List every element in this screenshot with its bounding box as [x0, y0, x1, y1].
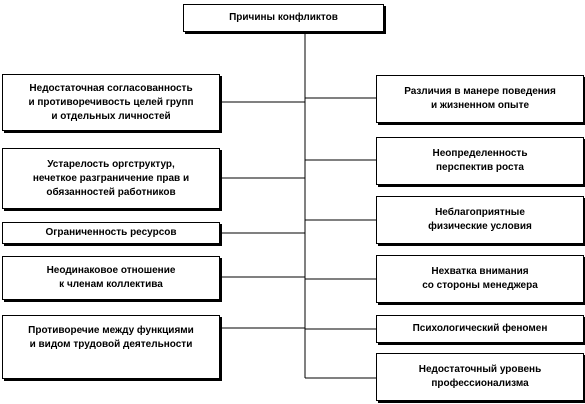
diagram-title-box: Причины конфликтов [183, 4, 384, 32]
right-cause-1-label: Различия в манере поведения и жизненном … [404, 86, 556, 111]
right-cause-6: Недостаточный уровень профессионализма [376, 353, 584, 401]
left-cause-5-label: Противоречие между функциями и видом тру… [28, 325, 194, 350]
right-cause-5-label: Психологический феномен [412, 323, 548, 334]
left-cause-5: Противоречие между функциями и видом тру… [2, 315, 220, 379]
right-cause-2-label: Неопределенность перспектив роста [432, 148, 528, 173]
right-cause-5: Психологический феномен [376, 315, 584, 343]
left-cause-3-label: Ограниченность ресурсов [45, 227, 177, 238]
left-cause-2-label: Устарелость оргструктур, нечеткое разгра… [32, 158, 190, 198]
left-cause-4: Неодинаковое отношение к членам коллекти… [2, 256, 220, 300]
right-cause-6-label: Недостаточный уровень профессионализма [418, 364, 542, 389]
right-cause-3: Неблагоприятные физические условия [376, 196, 584, 244]
right-cause-2: Неопределенность перспектив роста [376, 137, 584, 185]
left-cause-3: Ограниченность ресурсов [2, 222, 220, 244]
left-cause-1-label: Недостаточная согласованность и противор… [28, 82, 194, 122]
diagram-title: Причины конфликтов [229, 12, 338, 23]
right-cause-1: Различия в манере поведения и жизненном … [376, 75, 584, 123]
right-cause-3-label: Неблагоприятные физические условия [428, 207, 532, 232]
right-cause-4-label: Нехватка внимания со стороны менеджера [422, 266, 538, 291]
left-cause-4-label: Неодинаковое отношение к членам коллекти… [46, 265, 176, 290]
left-cause-2: Устарелость оргструктур, нечеткое разгра… [2, 148, 220, 209]
left-cause-1: Недостаточная согласованность и противор… [2, 74, 220, 131]
right-cause-4: Нехватка внимания со стороны менеджера [376, 255, 584, 303]
